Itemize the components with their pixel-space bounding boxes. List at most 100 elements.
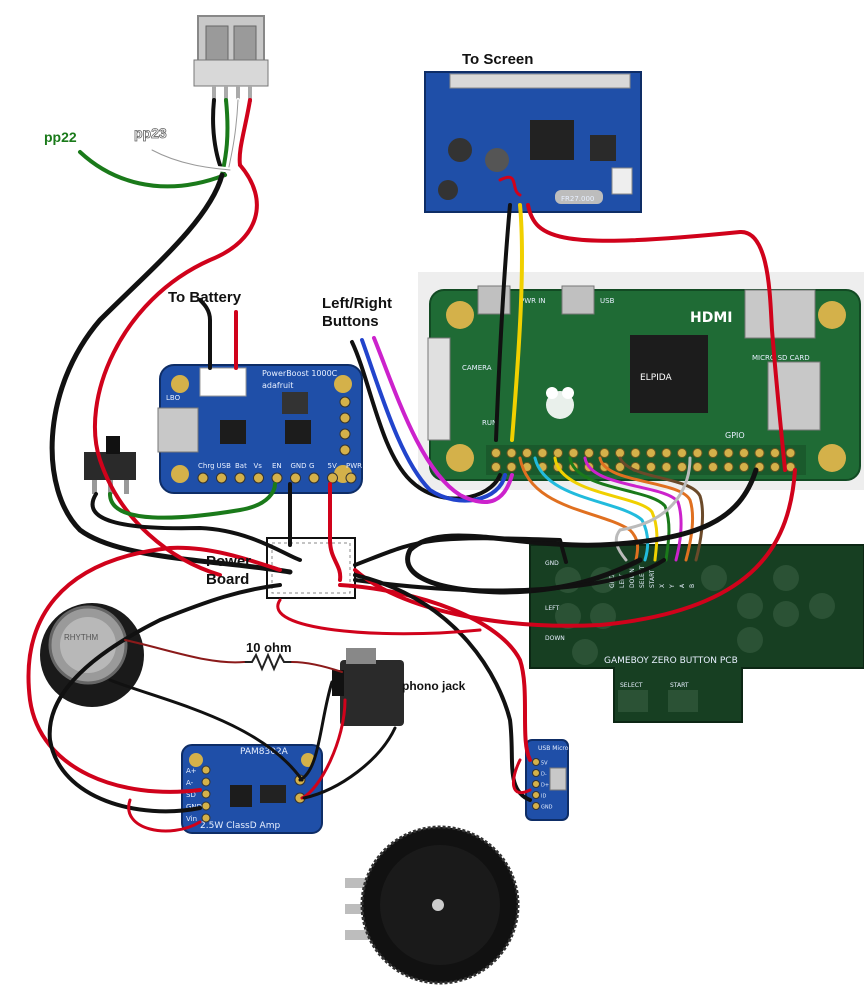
speaker-label: RHYTHM	[64, 633, 99, 642]
raspberry-logo-icon	[546, 387, 574, 419]
powerboost-pin-label: USB	[217, 462, 232, 470]
amp-pin-label: SD	[186, 791, 196, 799]
usb-label: USB	[600, 297, 615, 305]
powerboost-brand: adafruit	[262, 381, 293, 390]
powerboost-pin	[290, 472, 301, 484]
to-battery-label: To Battery	[168, 289, 242, 306]
amp-pin	[201, 777, 211, 787]
gpio-pin	[754, 448, 765, 458]
gameboy-button-pcb: GAMEBOY ZERO BUTTON PCB GND LEFT DOWN SE…	[529, 544, 864, 723]
gpio-pin	[785, 448, 796, 458]
screen-driver-board: FR27.000	[424, 71, 642, 213]
button-pcb-pin-label: Y	[669, 584, 676, 589]
powerboost-pin	[216, 472, 227, 484]
button-pcb-pin-label: B	[689, 584, 696, 588]
powerboost-pin	[271, 472, 283, 484]
volume-potentiometer	[345, 825, 520, 985]
crystal-label: FR27.000	[561, 195, 594, 203]
gpio-pin	[630, 448, 641, 458]
pwr-in-label: PWR IN	[520, 297, 546, 305]
gpio-pin	[692, 448, 703, 458]
resistor-10-ohm	[244, 652, 292, 672]
gpio-pin	[537, 448, 548, 458]
button-pcb-pin-label: LEFT	[619, 574, 626, 588]
gpio-pin	[615, 448, 625, 458]
usb-breakout-pin-label: D-	[541, 772, 547, 778]
camera-label: CAMERA	[462, 364, 492, 372]
usb-breakout-pin	[532, 769, 540, 777]
gpio-pin	[661, 462, 672, 472]
gpio-pin	[599, 448, 610, 458]
amp-pin-label: GND	[186, 803, 202, 811]
speaker: RHYTHM	[40, 603, 144, 707]
amp-pin	[201, 801, 211, 811]
raspberry-pi-zero: ELPIDA MICRO SD CARD HDMI PWR IN USB CAM…	[418, 272, 864, 490]
powerboost-pin	[308, 472, 320, 484]
powerboost-pin	[253, 472, 264, 484]
powerboost-pin-label: Vs	[254, 462, 263, 470]
to-screen-label: To Screen	[462, 51, 533, 68]
gpio-pin	[506, 462, 517, 472]
gpio-pin	[553, 448, 563, 458]
gpio-pin	[708, 448, 718, 458]
button-pcb-pin-label: X	[659, 584, 666, 588]
usb-breakout-pin-label: ID	[541, 794, 546, 800]
gpio-pin	[723, 462, 734, 472]
gpio-pin	[739, 462, 749, 472]
gpio-pin	[615, 462, 625, 472]
powerboost-pin	[345, 472, 357, 484]
usb-breakout-pin-label: 5V	[541, 761, 548, 767]
powerboost-pin-label: GND	[291, 462, 307, 470]
pp23-label: pp23	[134, 125, 167, 141]
usb-breakout-pin	[532, 802, 540, 810]
gpio-pin	[692, 462, 703, 472]
label-line: Power	[206, 553, 251, 570]
powerboost-pin-label: G	[309, 462, 314, 470]
gpio-pin	[491, 448, 501, 458]
mini-hdmi-label: HDMI	[690, 310, 732, 326]
gpio-pin	[677, 448, 687, 458]
run-label: RUN	[482, 419, 497, 427]
gpio-pin	[708, 462, 718, 472]
powerboost-pin	[327, 472, 338, 484]
powerboost-pin	[197, 472, 209, 484]
ten-ohm-label: 10 ohm	[246, 640, 292, 655]
micro-sd-label: MICRO SD CARD	[752, 354, 810, 362]
gpio-pin	[770, 448, 780, 458]
powerboost-pin	[234, 472, 246, 484]
button-pcb-gnd: GND	[545, 560, 559, 567]
amp-pin	[201, 813, 211, 823]
gpio-pin	[491, 462, 501, 472]
phono-jack	[332, 648, 404, 726]
amp-pin-label: A+	[186, 767, 197, 775]
powerboost-pin-label: 5V	[328, 462, 337, 470]
gpio-pin	[677, 462, 687, 472]
wires	[26, 98, 797, 833]
powerboost-pin-label: PWR	[346, 462, 362, 470]
amp-subtitle: 2.5W ClassD Amp	[200, 821, 280, 831]
usb-a-connector	[193, 15, 269, 102]
amp-pin	[201, 765, 211, 775]
powerboost-pin-label: EN	[272, 462, 282, 470]
gpio-pin	[522, 448, 532, 458]
usb-breakout-label: USB Micro	[538, 745, 569, 752]
gpio-pin	[568, 448, 579, 458]
button-pcb-pin-label: SELECT	[639, 565, 646, 588]
button-pcb-pin-label: START	[649, 569, 656, 588]
usb-breakout-pin-label: D+	[541, 783, 549, 789]
button-pcb-title: GAMEBOY ZERO BUTTON PCB	[604, 656, 738, 666]
powerboost-title: PowerBoost 1000C	[262, 369, 338, 378]
gpio-pin	[646, 462, 656, 472]
label-line: Board	[206, 571, 249, 588]
label-line: Buttons	[322, 313, 379, 330]
powerboost-pin-label: Bat	[235, 462, 247, 470]
